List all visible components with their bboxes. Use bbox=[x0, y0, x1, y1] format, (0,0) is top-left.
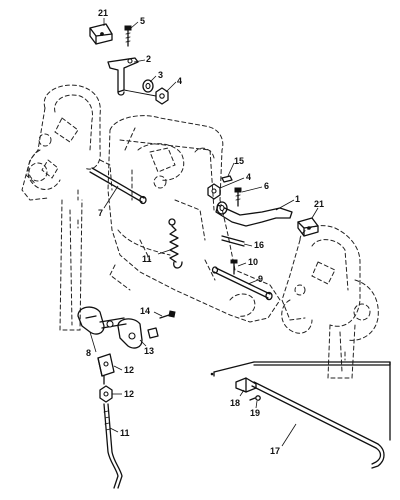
callout-15: 14 bbox=[140, 306, 150, 316]
callout-10: 11 bbox=[142, 254, 152, 264]
callout-labels: 21 5 2 3 4 7 15 4 6 1 21 16 11 10 9 14 1… bbox=[86, 8, 324, 456]
callout-1: 1 bbox=[295, 194, 300, 204]
swivel-bracket-body bbox=[99, 115, 281, 323]
callout-21-right: 21 bbox=[314, 199, 324, 209]
part-21-top-grip bbox=[89, 23, 113, 45]
part-1-throttle-lever bbox=[215, 201, 293, 227]
callout-7: 8 bbox=[86, 348, 91, 358]
callout-6: 7 bbox=[98, 208, 103, 218]
callout-11: 11 bbox=[120, 428, 130, 438]
callout-4-middle: 4 bbox=[246, 172, 251, 182]
stray-dot bbox=[210, 372, 214, 376]
callout-4-top: 4 bbox=[177, 76, 182, 86]
part-11-link-rod bbox=[103, 403, 123, 489]
callout-13: 12 bbox=[124, 365, 134, 375]
part-17-rod bbox=[221, 235, 245, 247]
part-15-screw bbox=[159, 310, 176, 319]
part-3-washer bbox=[142, 79, 154, 93]
part-5-top-screw bbox=[124, 25, 132, 47]
part-6-shaft bbox=[89, 167, 147, 205]
part-12-nut bbox=[99, 385, 113, 403]
callout-16: 15 bbox=[234, 156, 244, 166]
callout-20: 19 bbox=[250, 408, 260, 418]
part-10-spring bbox=[168, 218, 183, 269]
part-18-rod-assembly-box bbox=[213, 361, 391, 441]
part-5-middle-screw bbox=[234, 187, 242, 207]
part-9-pin bbox=[230, 259, 238, 275]
callout-5-middle: 6 bbox=[264, 181, 269, 191]
left-clamp-bracket bbox=[21, 84, 101, 331]
leader-lines bbox=[89, 18, 319, 447]
part-18-shift-rod bbox=[251, 381, 385, 469]
part-4-middle-nut bbox=[207, 183, 221, 200]
callout-9: 10 bbox=[248, 257, 258, 267]
callout-3: 3 bbox=[158, 70, 163, 80]
part-19-connector bbox=[235, 377, 257, 393]
callout-2: 2 bbox=[146, 54, 151, 64]
callout-14: 13 bbox=[144, 346, 154, 356]
part-4-top-nut bbox=[155, 87, 169, 105]
part-20-clip bbox=[249, 395, 261, 401]
callout-8: 9 bbox=[258, 274, 263, 284]
callout-5-top: 5 bbox=[140, 16, 145, 26]
callout-12: 12 bbox=[124, 389, 134, 399]
part-21-right-grip bbox=[297, 217, 319, 237]
part-8-shaft bbox=[211, 266, 273, 301]
callout-17: 16 bbox=[254, 240, 264, 250]
right-clamp-bracket bbox=[281, 225, 379, 379]
part-7-cam bbox=[77, 306, 159, 349]
part-13-clevis bbox=[97, 353, 115, 385]
callout-21-top: 21 bbox=[98, 8, 108, 18]
part-16-pin bbox=[221, 175, 233, 183]
part-2-shift-lever bbox=[107, 57, 139, 96]
callout-18: 17 bbox=[270, 446, 280, 456]
assembly-axis-line bbox=[123, 89, 157, 97]
callout-19: 18 bbox=[230, 398, 240, 408]
